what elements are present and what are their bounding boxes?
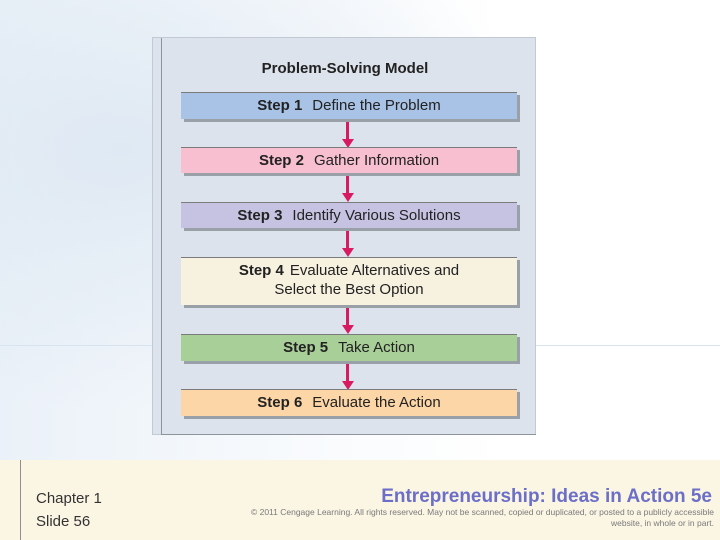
step-5-text: Take Action — [338, 339, 415, 356]
arrow-4-to-5 — [342, 308, 354, 334]
book-title: Entrepreneurship: Ideas in Action 5e — [381, 486, 712, 507]
step-3-box: Step 3 Identify Various Solutions — [181, 202, 517, 228]
step-4-text-line2: Select the Best Option — [274, 281, 424, 298]
step-2-number: Step 2 — [258, 151, 304, 169]
copyright-notice: © 2011 Cengage Learning. All rights rese… — [166, 507, 714, 529]
copyright-line-1: © 2011 Cengage Learning. All rights rese… — [250, 507, 714, 517]
step-1-number: Step 1 — [257, 97, 303, 114]
figure-title: Problem-Solving Model — [261, 60, 429, 77]
step-4-number: Step 4 — [238, 262, 284, 279]
footer-bar — [0, 460, 720, 540]
step-1-text: Define the Problem — [312, 97, 441, 114]
step-3-number: Step 3 — [237, 206, 283, 224]
arrow-1-to-2 — [342, 122, 354, 148]
step-6-number: Step 6 — [257, 394, 303, 411]
footer-divider — [20, 460, 21, 540]
step-5-number: Step 5 — [283, 339, 329, 356]
step-4-text: Evaluate Alternatives and — [290, 261, 459, 281]
arrow-2-to-3 — [342, 176, 354, 202]
step-1-box: Step 1 Define the Problem — [181, 92, 517, 119]
arrow-3-to-4 — [342, 231, 354, 257]
problem-solving-figure: Problem-Solving Model Step 1 Define the … — [152, 37, 536, 435]
step-2-box: Step 2 Gather Information — [181, 147, 517, 173]
step-4-box: Step 4 Evaluate Alternatives and — [181, 257, 517, 305]
slide-number: Slide 56 — [36, 513, 91, 530]
step-2-text: Gather Information — [313, 151, 440, 169]
step-4-text-line1: Evaluate Alternatives and — [289, 262, 460, 279]
copyright-line-2: website, in whole or in part. — [611, 518, 714, 528]
figure-frame — [161, 38, 536, 435]
chapter-label: Chapter 1 — [36, 490, 102, 507]
step-6-text: Evaluate the Action — [312, 394, 441, 411]
step-5-box: Step 5 Take Action — [181, 334, 517, 361]
step-6-box: Step 6 Evaluate the Action — [181, 389, 517, 416]
step-3-text: Identify Various Solutions — [292, 206, 461, 224]
arrow-5-to-6 — [342, 364, 354, 390]
